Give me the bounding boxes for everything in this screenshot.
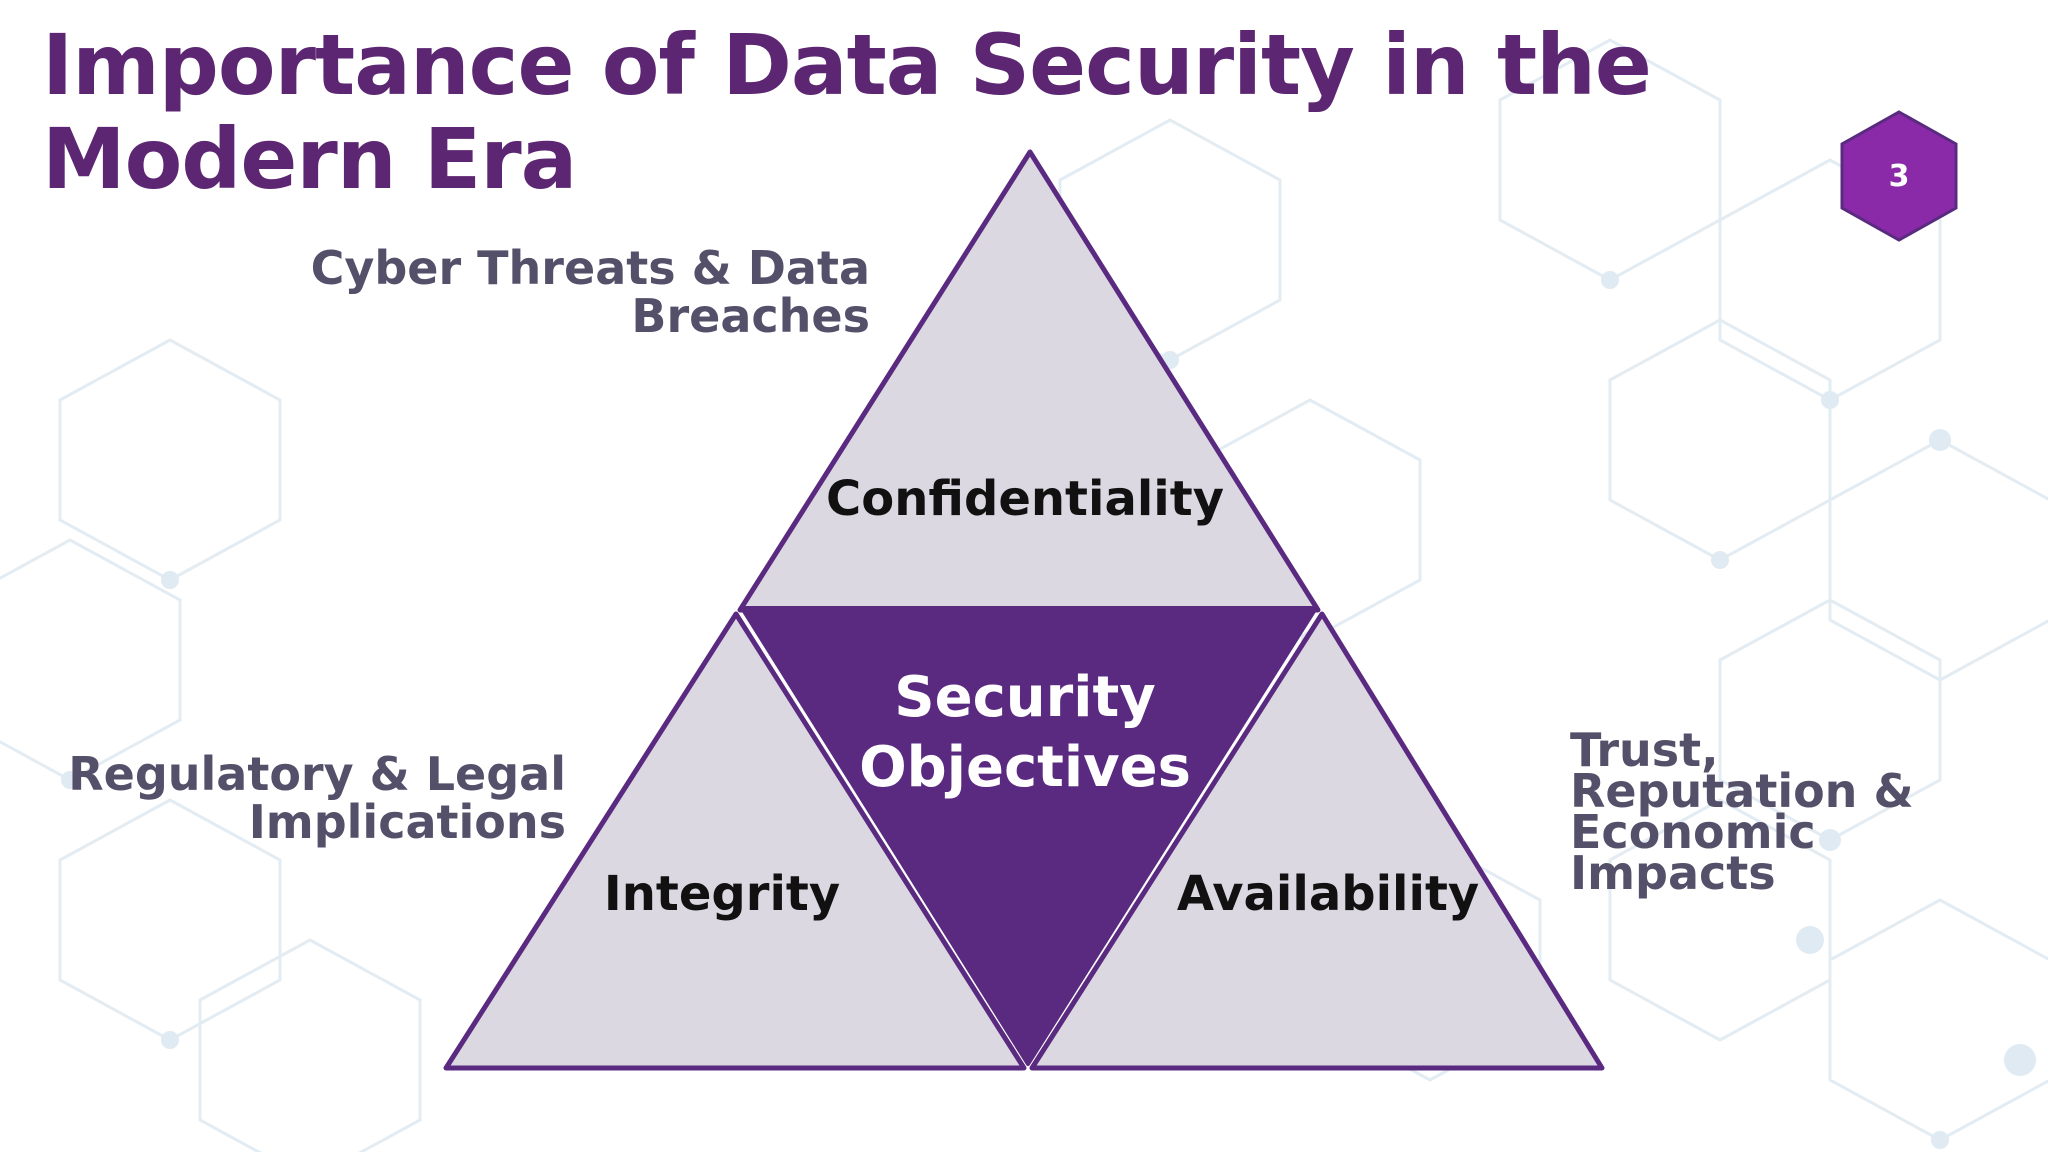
availability-label: Availability [1177,866,1479,922]
availability-triangle [1029,611,1605,1071]
hexagon-badge-icon [1840,110,1958,242]
cyber-threats-label: Cyber Threats & Data Breaches [310,241,870,343]
integrity-label: Integrity [604,866,840,922]
page-number-badge: 3 [1840,110,1958,242]
confidentiality-triangle [737,149,1321,613]
slide-title: Importance of Data Security in the Moder… [42,16,1652,208]
page-number: 3 [1889,159,1910,194]
security-objectives-line2: Objectives [859,735,1191,800]
regulatory-legal-label: Regulatory & Legal Implications [68,747,566,849]
integrity-triangle [443,611,1027,1071]
security-objectives-line1: Security [894,665,1155,730]
security-objectives-center-triangle [740,606,1318,1066]
trust-reputation-label: Trust, Reputation & Economic Impacts [1570,723,1914,900]
confidentiality-label: Confidentiality [826,471,1224,527]
